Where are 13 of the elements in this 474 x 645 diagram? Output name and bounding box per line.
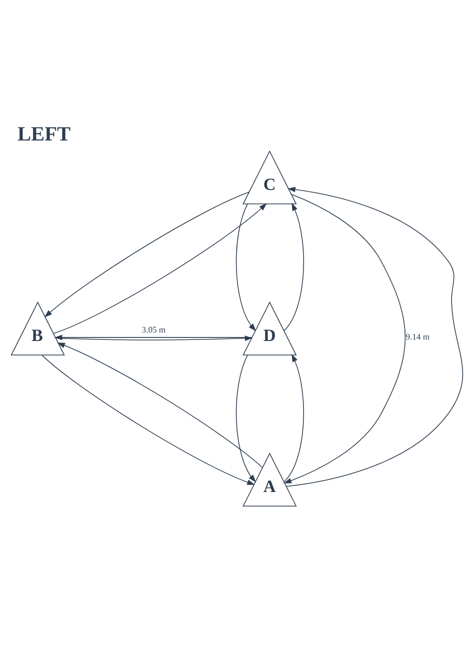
arrow: [284, 194, 406, 483]
arrow: [53, 202, 267, 334]
edge-label: 9.14 m: [406, 331, 430, 342]
arrow: [44, 191, 250, 317]
arrow: [284, 202, 304, 331]
arrow: [286, 186, 463, 486]
diagram-title: LEFT: [18, 123, 71, 146]
arrow: [236, 354, 256, 482]
edge-label: 3.05 m: [142, 324, 166, 334]
arrow: [236, 203, 256, 331]
arrow: [57, 342, 263, 468]
arrow: [41, 354, 255, 484]
arrow: [284, 354, 304, 482]
